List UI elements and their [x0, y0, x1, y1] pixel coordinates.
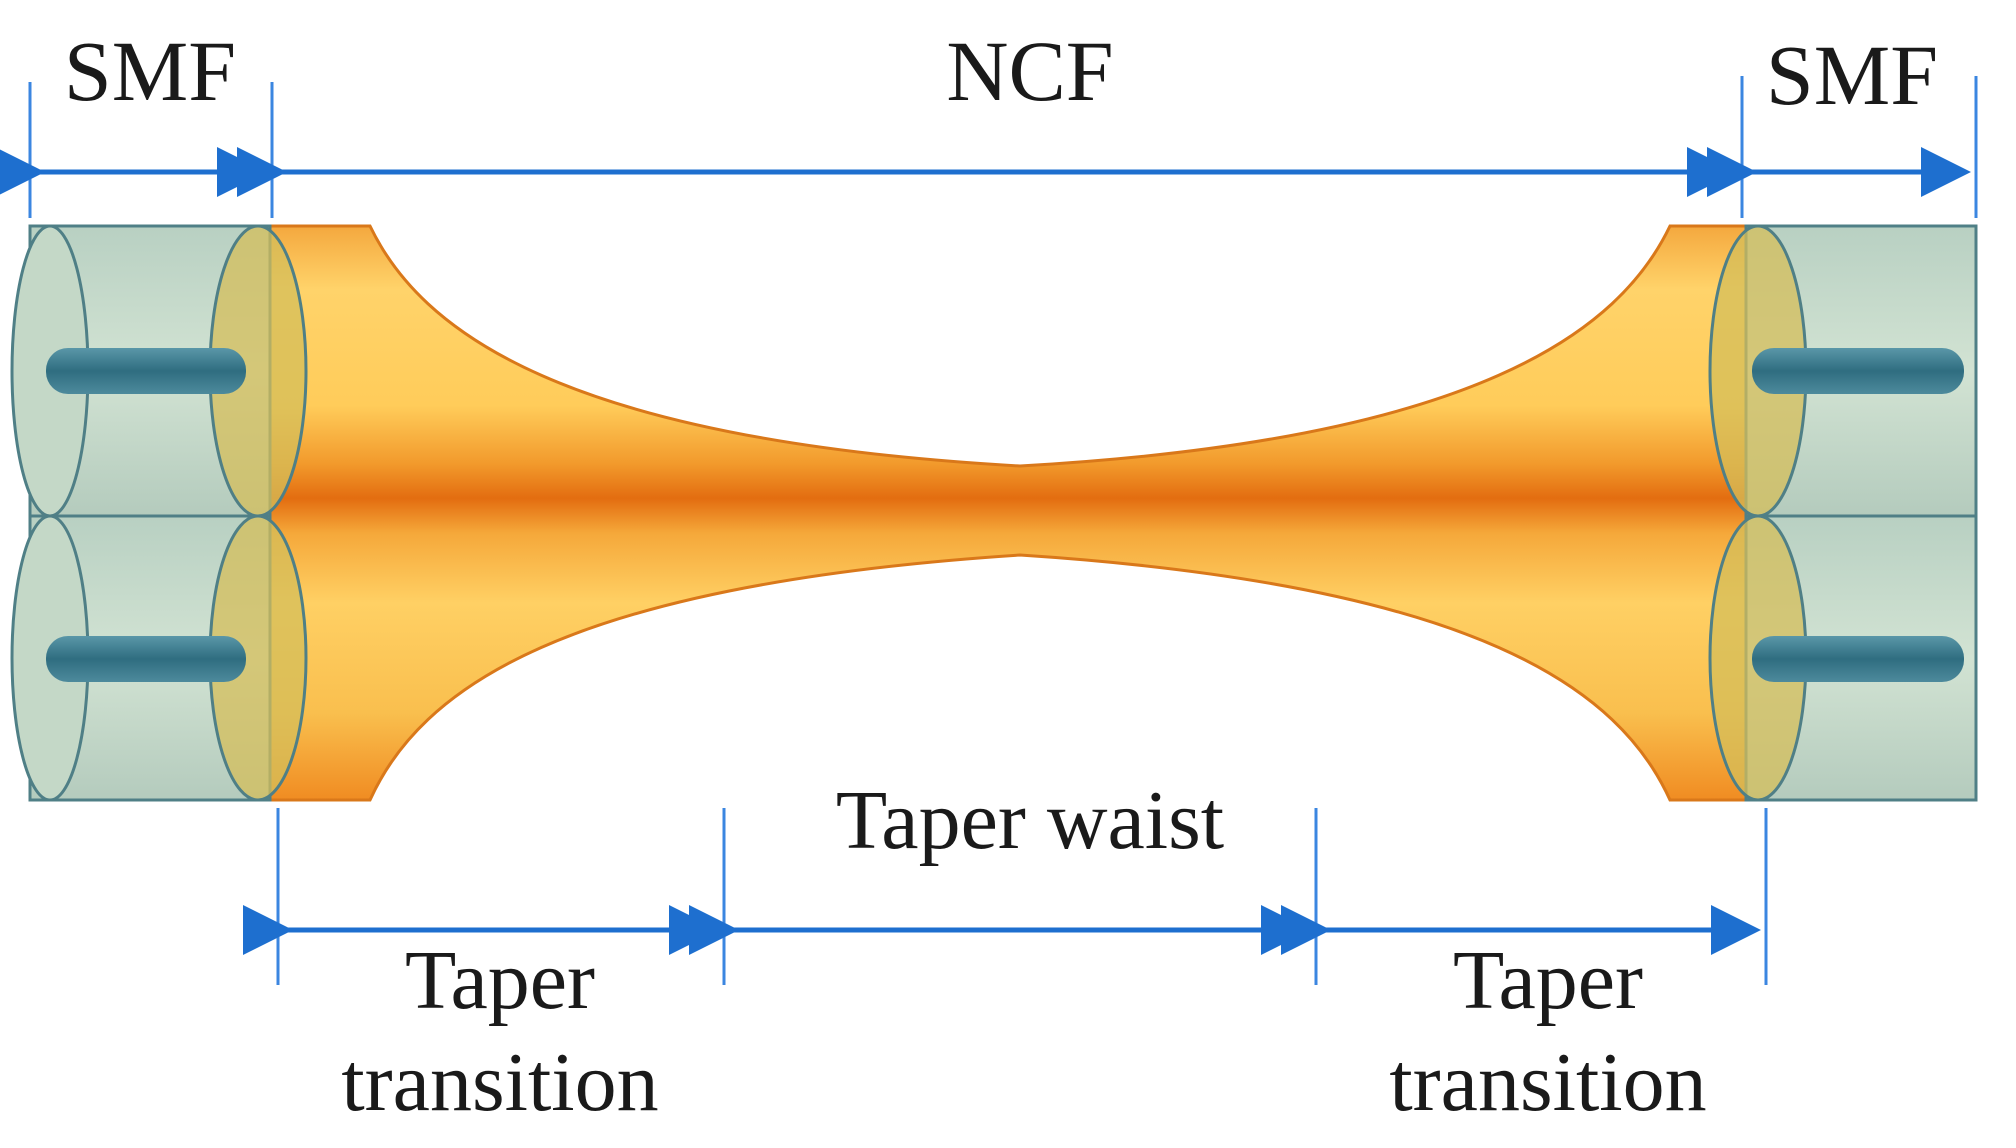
bottom-guide-lines [276, 808, 1768, 985]
smf-core [1752, 348, 1964, 394]
taper-transition-right-label-line1: Taper [1453, 934, 1643, 1027]
taper-transition-left-label-line2: transition [341, 1036, 658, 1129]
smf-core [1752, 636, 1964, 682]
smf-core [46, 348, 246, 394]
ncf-fiber [268, 224, 1772, 802]
taper-waist-label: Taper waist [836, 774, 1224, 867]
ncf-taper-body [268, 224, 1772, 802]
ncf-label: NCF [946, 23, 1113, 119]
smf-left-label: SMF [64, 23, 236, 119]
smf-right-upper [1708, 224, 1978, 518]
taper-transition-left-label-line1: Taper [405, 934, 595, 1027]
smf-left-upper [10, 224, 308, 518]
taper-transition-right-label-line2: transition [1389, 1036, 1706, 1129]
smf-right-lower [1708, 514, 1978, 802]
smf-left-lower [10, 514, 308, 802]
smf-right-label: SMF [1766, 27, 1938, 123]
smf-core [46, 636, 246, 682]
smf-left [10, 224, 308, 802]
smf-right [1708, 224, 1978, 802]
